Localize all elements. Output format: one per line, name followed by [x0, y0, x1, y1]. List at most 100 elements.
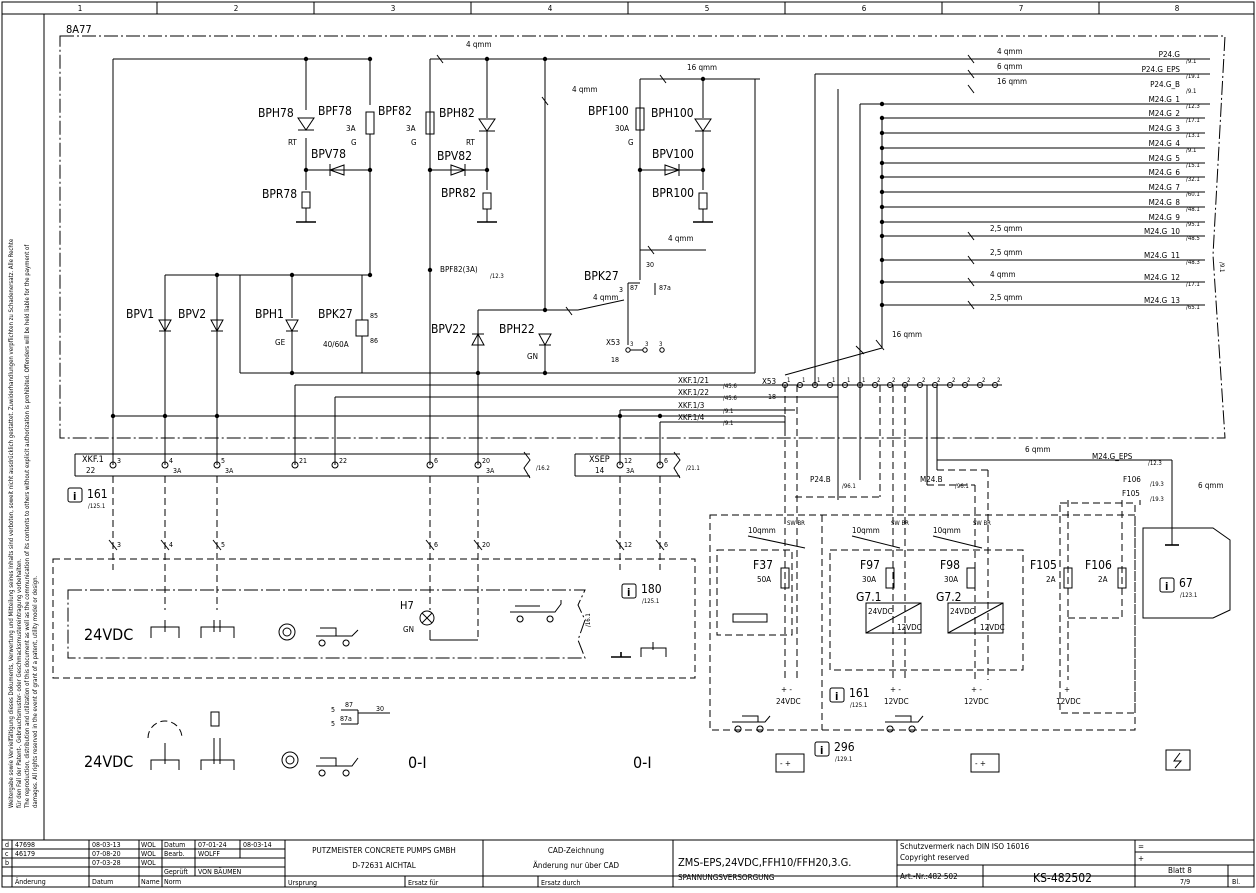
h7-label: H7	[400, 599, 414, 612]
f105-label: F105	[1030, 558, 1057, 572]
column-number: 7	[1019, 4, 1024, 13]
svg-text:+ -: + -	[781, 685, 792, 694]
connector-pin-number: 3	[117, 457, 121, 465]
xkf-line-page: /45.6	[723, 395, 737, 402]
converter-input: 24VDC	[950, 607, 975, 616]
wire-tick	[212, 539, 222, 551]
info-ref-number: 296	[834, 740, 855, 754]
info-icon[interactable]: i	[67, 487, 83, 503]
junction-dot	[879, 115, 885, 121]
pump-icon	[281, 751, 299, 769]
revision-index: c	[5, 850, 9, 858]
checked-label: Geprüft	[164, 868, 188, 876]
on-off-label: 0-I	[633, 753, 652, 772]
revision-name: WOL	[141, 850, 156, 858]
cad-note: CAD-Zeichnung	[548, 846, 604, 855]
truck-icon	[316, 627, 359, 647]
bus-line-page: /9.1	[1186, 58, 1196, 65]
origin-label: Ursprung	[288, 879, 317, 887]
svg-text:- +: - +	[780, 759, 791, 768]
power-supply-section: F37 50A F97 30A F98 30A G7.1 G7.2 24VDC …	[709, 385, 1231, 773]
m24b-ref: M24.B	[920, 475, 943, 484]
column-number: 5	[705, 4, 710, 13]
bpk27-pin: 3	[619, 286, 623, 294]
bus-line-page: /48.5	[1186, 235, 1200, 242]
drawing-subtitle: SPANNUNGSVERSORGUNG	[678, 873, 774, 882]
copyright-side-note: Weitergabe sowie Vervielfältigung dieses…	[8, 238, 39, 809]
connector-pin	[291, 461, 299, 469]
title-block: d c b 47698 46179 08-03-13 07-08-20 07-0…	[2, 840, 1254, 887]
x53-terminal	[902, 382, 908, 388]
bus-line-page: /15.1	[1186, 162, 1200, 169]
column-header: Norm	[164, 878, 181, 886]
x53-terminal-number: 1	[802, 377, 805, 384]
column-number: 3	[391, 4, 396, 13]
wire-tick	[473, 539, 483, 551]
key-switch-icon	[147, 720, 183, 739]
info-ref-page: /129.1	[835, 756, 852, 763]
charger-icon	[1165, 749, 1191, 771]
column-header: Name	[141, 878, 160, 886]
wire-size: 4 qmm	[668, 234, 693, 243]
info-ref-number: 67	[1179, 576, 1193, 590]
ground-switch-icon	[611, 652, 631, 658]
junction-dot	[879, 204, 885, 210]
bpk27-pin: 30	[646, 261, 654, 269]
bus-line-name: M24.G_3	[1149, 124, 1180, 133]
junction-dot	[879, 130, 885, 136]
switch-icon	[200, 620, 235, 638]
x53-terminal	[842, 382, 848, 388]
f37-label: F37	[753, 558, 773, 572]
wire-tick	[967, 300, 975, 310]
revision-index: d	[5, 841, 9, 849]
info-icon[interactable]: i	[621, 583, 637, 599]
bpf100-label: BPF100	[588, 104, 629, 118]
svg-text:+ -: + -	[971, 685, 982, 694]
bus-page-ref: /9.1	[1218, 262, 1225, 272]
info-references: i 161 /125.1 i 180 /125.1 i 67 /123.1 i …	[67, 487, 1197, 763]
x53-terminal-number: 2	[877, 377, 880, 384]
wire-size: 16 qmm	[997, 77, 1027, 86]
x53-terminal-number: 2	[952, 377, 955, 384]
bus-line-name: P24.G_B	[1150, 80, 1180, 89]
switch-icon	[150, 620, 180, 638]
connector-pin	[109, 461, 117, 469]
truck-icon	[732, 715, 771, 733]
f98-rating: 30A	[944, 575, 958, 584]
wire-size: 2,5 qmm	[990, 293, 1022, 302]
f106-rating: 2A	[1098, 575, 1108, 584]
connector-pin	[331, 461, 339, 469]
h7-color: GN	[403, 625, 414, 634]
replaced-by-label: Ersatz durch	[541, 879, 580, 887]
junction-dot	[879, 233, 885, 239]
connector-pin	[213, 461, 221, 469]
column-header: Datum	[92, 878, 113, 886]
x53-terminal	[947, 382, 953, 388]
info-icon[interactable]: i	[829, 687, 845, 703]
g71-label: G7.1	[856, 590, 882, 604]
truck-icon	[316, 757, 359, 777]
column-number: 6	[862, 4, 867, 13]
bpv78-label: BPV78	[311, 147, 346, 161]
xkf-page-ref: /16.2	[536, 465, 550, 472]
converter-output: 12VDC	[980, 623, 1005, 632]
info-icon[interactable]: i	[1159, 577, 1175, 593]
battery-cabinet	[1142, 527, 1231, 619]
connector-pin-number: 6	[664, 457, 668, 465]
x53-terminal	[857, 382, 863, 388]
x53-pin: 3	[630, 341, 633, 348]
bus-line-page: /65.1	[1186, 304, 1200, 311]
info-icon[interactable]: i	[814, 741, 830, 757]
wire-tick	[967, 255, 975, 265]
bpr78-label: BPR78	[262, 187, 297, 201]
bus-line-name: M24.G_6	[1149, 168, 1181, 177]
wire-size: 4 qmm	[593, 293, 618, 302]
x53-pin: 18	[611, 356, 619, 364]
equals-sign: =	[1138, 842, 1144, 851]
connector-pin	[161, 461, 169, 469]
company-name: PUTZMEISTER CONCRETE PUMPS GMBH	[312, 846, 456, 855]
replaces-label: Ersatz für	[408, 879, 439, 887]
connector-strip: /16.2 /21.1	[74, 451, 700, 479]
x53-terminal	[917, 382, 923, 388]
